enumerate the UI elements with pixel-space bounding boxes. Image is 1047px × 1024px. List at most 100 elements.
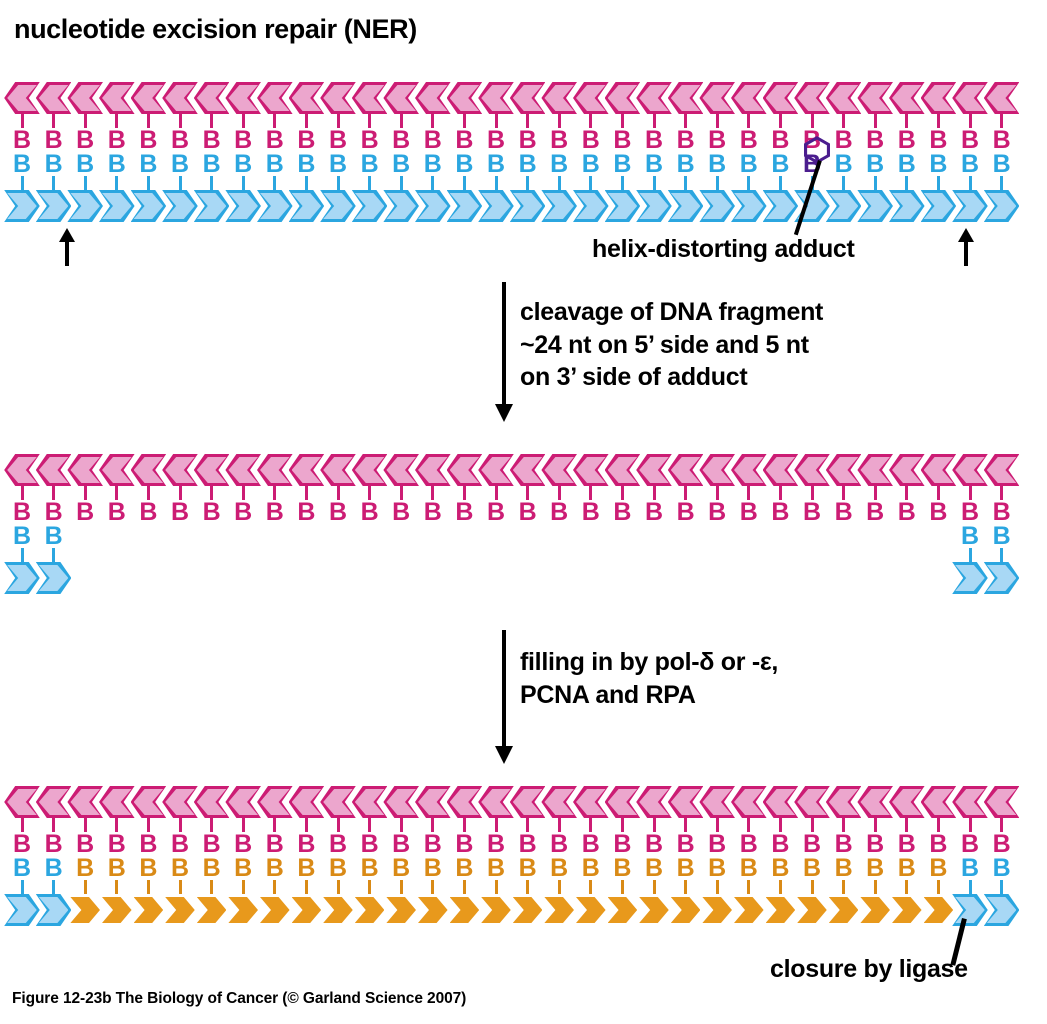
base-letter: B — [739, 150, 758, 178]
base-letter: B — [960, 854, 980, 882]
backbone-chevron — [605, 190, 641, 222]
base-letter: B — [392, 854, 411, 882]
backbone-chevron — [857, 786, 893, 818]
backbone-tick — [873, 818, 877, 832]
backbone-tick — [842, 818, 846, 832]
backbone-tick — [589, 818, 593, 832]
backbone-tick — [241, 880, 245, 894]
backbone-tick — [905, 486, 909, 500]
backbone-chevron — [162, 82, 198, 114]
backbone-chevron — [194, 894, 230, 926]
backbone-tick — [431, 114, 435, 128]
base-letter: B — [866, 150, 885, 178]
backbone-tick — [52, 818, 56, 832]
backbone-chevron — [984, 82, 1020, 114]
backbone-tick — [684, 818, 688, 832]
backbone-chevron — [794, 454, 830, 486]
backbone-tick — [494, 486, 498, 500]
backbone-tick — [273, 114, 277, 128]
base-letter: B — [297, 854, 316, 882]
backbone-tick — [589, 114, 593, 128]
base-letter: B — [423, 126, 442, 154]
backbone-chevron — [699, 190, 735, 222]
backbone-tick — [20, 114, 24, 128]
backbone-chevron — [194, 82, 230, 114]
figure-caption: Figure 12-23b The Biology of Cancer (© G… — [12, 990, 467, 1007]
backbone-chevron — [257, 894, 293, 926]
backbone-tick — [968, 880, 972, 894]
backbone-tick — [778, 176, 782, 190]
backbone-chevron — [826, 454, 862, 486]
base-letter: B — [107, 830, 126, 858]
backbone-chevron — [573, 454, 609, 486]
base-letter: B — [328, 830, 348, 858]
backbone-tick — [273, 818, 277, 832]
backbone-tick — [905, 880, 909, 894]
backbone-chevron — [541, 786, 577, 818]
backbone-tick — [146, 114, 150, 128]
backbone-chevron — [731, 894, 767, 926]
backbone-chevron — [289, 190, 325, 222]
backbone-tick — [462, 880, 466, 894]
backbone-chevron — [573, 894, 609, 926]
backbone-tick — [462, 114, 466, 128]
base-letter: B — [297, 150, 316, 178]
base-letter: B — [676, 126, 695, 154]
backbone-tick — [304, 818, 308, 832]
base-letter: B — [44, 498, 63, 526]
base-letter: B — [44, 830, 63, 858]
step-cleavage-text: cleavage of DNA fragment ~24 nt on 5’ si… — [520, 298, 824, 391]
base-letter: B — [265, 150, 284, 178]
backbone-tick — [652, 818, 656, 832]
base-letter: B — [170, 150, 190, 178]
backbone-chevron — [921, 190, 957, 222]
backbone-tick — [273, 176, 277, 190]
base-letter: B — [929, 830, 948, 858]
backbone-chevron — [573, 786, 609, 818]
base-letter: B — [676, 150, 695, 178]
base-letter: B — [992, 150, 1011, 178]
backbone-tick — [747, 176, 751, 190]
backbone-tick — [936, 880, 940, 894]
backbone-chevron — [99, 454, 135, 486]
backbone-chevron — [668, 786, 704, 818]
backbone-chevron — [67, 190, 103, 222]
backbone-tick — [52, 114, 56, 128]
backbone-chevron — [794, 894, 830, 926]
backbone-tick — [589, 176, 593, 190]
base-letter: B — [771, 854, 790, 882]
backbone-chevron — [605, 454, 641, 486]
base-letter: B — [12, 126, 32, 154]
backbone-tick — [52, 548, 56, 562]
backbone-tick — [526, 114, 530, 128]
backbone-tick — [368, 176, 372, 190]
base-letter: B — [234, 830, 253, 858]
backbone-chevron — [257, 786, 293, 818]
backbone-chevron — [383, 190, 419, 222]
backbone-tick — [146, 176, 150, 190]
backbone-chevron — [763, 454, 799, 486]
base-letter: B — [518, 830, 537, 858]
base-letter: B — [328, 854, 348, 882]
backbone-tick — [1000, 818, 1004, 832]
base-letter: B — [328, 150, 348, 178]
base-letter: B — [360, 498, 379, 526]
backbone-chevron — [162, 894, 198, 926]
backbone-tick — [810, 818, 814, 832]
base-letter: B — [897, 150, 916, 178]
base-letter: B — [328, 498, 348, 526]
backbone-tick — [115, 486, 119, 500]
backbone-chevron — [763, 190, 799, 222]
backbone-chevron — [447, 190, 483, 222]
backbone-tick — [526, 818, 530, 832]
backbone-tick — [620, 818, 624, 832]
backbone-tick — [905, 818, 909, 832]
backbone-chevron — [67, 894, 103, 926]
backbone-tick — [905, 114, 909, 128]
backbone-tick — [210, 880, 214, 894]
backbone-tick — [20, 176, 24, 190]
backbone-tick — [368, 880, 372, 894]
base-letter: B — [550, 854, 569, 882]
base-letter: B — [550, 498, 569, 526]
